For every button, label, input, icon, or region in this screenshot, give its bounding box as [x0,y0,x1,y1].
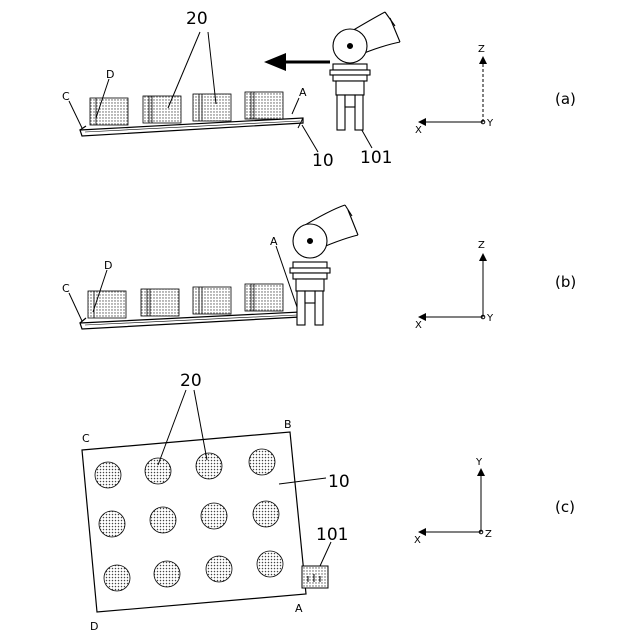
gripper-top-view [302,566,328,588]
corner-c-label-c: C [82,432,90,445]
axis-x-label: X [415,125,422,136]
axis-x-label-c: X [414,535,421,546]
panel-c: 20 10 101 C B A D Y X Z (c) [82,371,575,633]
ref-tray-label: 10 [312,151,334,171]
axes-a [420,58,485,124]
axis-y-label: Y [486,118,494,129]
axes-b [420,255,485,319]
axis-z-arrow [479,56,487,64]
ref-parts-label: 20 [186,9,208,29]
motion-arrow [264,53,330,71]
panel-b-label: (b) [555,273,576,291]
axis-z-label-b: Z [478,240,485,251]
robot-gripper-a [330,12,400,130]
axis-y-arrow-c [477,468,485,476]
panel-b: D C A Z X Y (b) [62,205,576,331]
corner-a-label-b: A [270,235,278,248]
corner-a-label-c: A [295,602,303,615]
axis-z-label-c: Z [485,529,492,540]
axis-x-label-b: X [415,320,422,331]
corner-b-label-c: B [284,418,292,431]
axis-z-arrow-b [479,253,487,261]
corner-d-label-b: D [104,259,112,272]
axis-y-label-b: Y [486,313,494,324]
ref-gripper-label-c: 101 [316,525,348,545]
ref-parts-label-c: 20 [180,371,202,391]
corner-d-label: D [106,68,114,81]
parts-row-b [88,284,283,318]
panel-a-label: (a) [555,90,576,108]
panel-a: 20 10 101 D C A Z X Y (a) [62,9,576,171]
axes-c [420,470,483,534]
axis-z-label: Z [478,44,485,55]
ref-gripper-label: 101 [360,148,392,168]
corner-a-label: A [299,86,307,99]
corner-c-label: C [62,90,70,103]
corner-d-label-c: D [90,620,98,633]
axis-y-label-c: Y [475,457,483,468]
robot-gripper-b [290,205,358,325]
corner-c-label-b: C [62,282,70,295]
panel-c-label: (c) [555,498,575,516]
ref-tray-label-c: 10 [328,472,350,492]
